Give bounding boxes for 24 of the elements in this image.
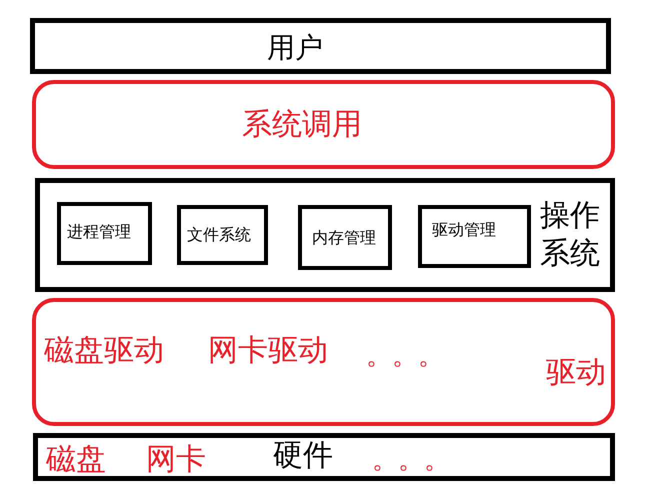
layer-label: 。。。 [366, 342, 444, 371]
module-box [57, 202, 152, 265]
layer-label: 用户 [267, 33, 323, 64]
module-box [298, 205, 392, 270]
layer-box [35, 178, 615, 292]
layer-label: 操作系统 [540, 197, 600, 272]
layer-label: 驱动 [546, 356, 606, 389]
layer-label: 磁盘 [46, 443, 106, 476]
layer-label: 文件系统 [187, 226, 251, 244]
layer-label: 进程管理 [67, 223, 131, 241]
module-box [418, 205, 531, 268]
layer-label: 内存管理 [312, 229, 376, 247]
layer-rounded-box [32, 80, 615, 169]
layer-label: 网卡 [146, 443, 206, 476]
layer-label: 系统调用 [242, 108, 362, 141]
layer-label: 磁盘驱动 [44, 334, 164, 367]
layer-label: 。。。 [372, 446, 450, 475]
layer-label: 驱动管理 [432, 221, 496, 239]
layer-label: 网卡驱动 [208, 334, 328, 367]
layer-rounded-box [32, 298, 615, 426]
layer-box [33, 433, 615, 481]
layer-box [30, 18, 611, 74]
layer-label: 硬件 [273, 439, 333, 472]
module-box [177, 205, 268, 265]
